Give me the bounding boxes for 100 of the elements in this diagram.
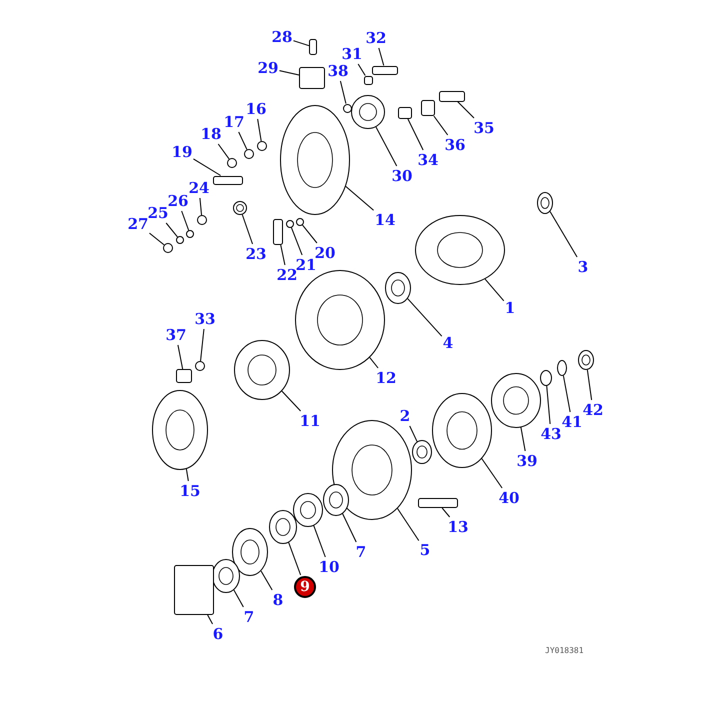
leader-line <box>280 244 286 266</box>
leader-line <box>292 40 310 46</box>
nut-drawing <box>197 215 207 225</box>
callout-number: 14 <box>374 211 396 229</box>
callout-number: 24 <box>188 179 210 197</box>
callout-number: 11 <box>300 412 320 430</box>
callout-number: 37 <box>166 326 186 344</box>
leader-line <box>546 385 551 424</box>
plate-drawing <box>299 67 325 89</box>
screw-drawing <box>309 39 317 55</box>
callout-number: 34 <box>418 151 438 169</box>
callout-number: 5 <box>420 541 430 559</box>
callout-number: 32 <box>366 29 386 47</box>
callout-number: 13 <box>448 518 468 536</box>
ring-drawing <box>537 192 553 214</box>
nut-drawing <box>244 149 254 159</box>
washer-drawing <box>540 370 552 386</box>
callout-number: 39 <box>516 452 538 470</box>
callout-number: 38 <box>328 62 348 80</box>
bolt-drawing <box>439 90 465 102</box>
callout-number: 40 <box>498 489 520 507</box>
brush-holder-drawing <box>351 95 385 129</box>
leader-line <box>242 214 254 244</box>
clip-drawing <box>398 107 412 119</box>
leader-line <box>550 211 578 258</box>
leader-line <box>218 144 230 160</box>
callout-number: 33 <box>194 310 216 328</box>
housing-drawing <box>332 420 412 520</box>
ring-drawing <box>293 493 323 527</box>
leader-line <box>290 227 303 256</box>
bearing-drawing <box>385 272 411 304</box>
leader-line <box>484 278 504 302</box>
callout-number: 18 <box>200 125 222 143</box>
callout-number: 20 <box>314 244 336 262</box>
washer-drawing <box>296 218 304 226</box>
callout-number: 29 <box>258 59 278 77</box>
bolt-drawing <box>273 219 283 245</box>
coil-drawing <box>234 340 290 400</box>
leader-line <box>340 80 346 104</box>
leader-line <box>375 126 398 166</box>
leader-line <box>199 198 202 216</box>
leader-line <box>200 328 204 362</box>
nut-drawing <box>578 350 594 370</box>
leader-line <box>378 48 384 66</box>
holder-drawing <box>176 369 192 383</box>
callout-number: 41 <box>562 413 582 431</box>
callout-number: 30 <box>392 167 412 185</box>
washer-drawing <box>257 141 267 151</box>
leader-line <box>562 375 571 412</box>
bolt-drawing <box>418 498 458 508</box>
callout-number: 7 <box>356 543 366 561</box>
callout-number: 16 <box>246 100 266 118</box>
leader-line <box>148 232 165 246</box>
washer-drawing <box>342 104 352 112</box>
callout-number: 21 <box>296 256 316 274</box>
callout-number: 28 <box>272 28 292 46</box>
leader-line <box>407 118 424 150</box>
callout-number: 43 <box>540 425 562 443</box>
nut-drawing <box>227 158 237 168</box>
leader-line <box>520 426 526 452</box>
bolt-drawing <box>372 66 398 74</box>
leader-line <box>260 570 273 590</box>
callout-number: 2 <box>400 407 410 425</box>
pulley-drawing <box>491 372 541 428</box>
callout-number: 19 <box>172 143 192 161</box>
leader-line <box>278 70 300 76</box>
leader-line <box>302 224 318 244</box>
washer-drawing <box>186 230 194 238</box>
stator-drawing <box>295 270 385 370</box>
callout-number: 23 <box>246 245 266 263</box>
bushing-drawing <box>233 201 247 215</box>
plate-drawing <box>152 390 208 470</box>
callout-number: 25 <box>148 204 168 222</box>
leader-line <box>207 614 214 624</box>
terminal-drawing <box>421 100 435 116</box>
leader-line <box>186 468 189 482</box>
washer-drawing <box>195 361 205 371</box>
leader-line <box>345 186 374 211</box>
leader-line <box>233 590 244 608</box>
callout-number: 17 <box>224 113 244 131</box>
plate-drawing <box>232 528 268 576</box>
ring-drawing <box>557 360 567 376</box>
clip-drawing <box>364 76 372 84</box>
leader-line <box>586 369 592 400</box>
drawing-number: JY018381 <box>545 646 584 655</box>
fan-drawing <box>432 392 492 468</box>
callout-number: 35 <box>474 119 494 137</box>
leader-line <box>257 118 262 142</box>
rotor-drawing <box>415 215 505 285</box>
leader-line <box>358 64 366 76</box>
housing-drawing <box>280 105 350 215</box>
callout-number: 7 <box>244 608 254 626</box>
callout-number: 27 <box>128 215 148 233</box>
leader-line <box>313 525 326 558</box>
ring-drawing <box>212 559 240 593</box>
leader-line <box>177 344 184 370</box>
leader-line <box>481 458 503 488</box>
callout-number: 31 <box>342 45 362 63</box>
leader-line <box>433 116 448 136</box>
leader-line <box>409 426 418 442</box>
